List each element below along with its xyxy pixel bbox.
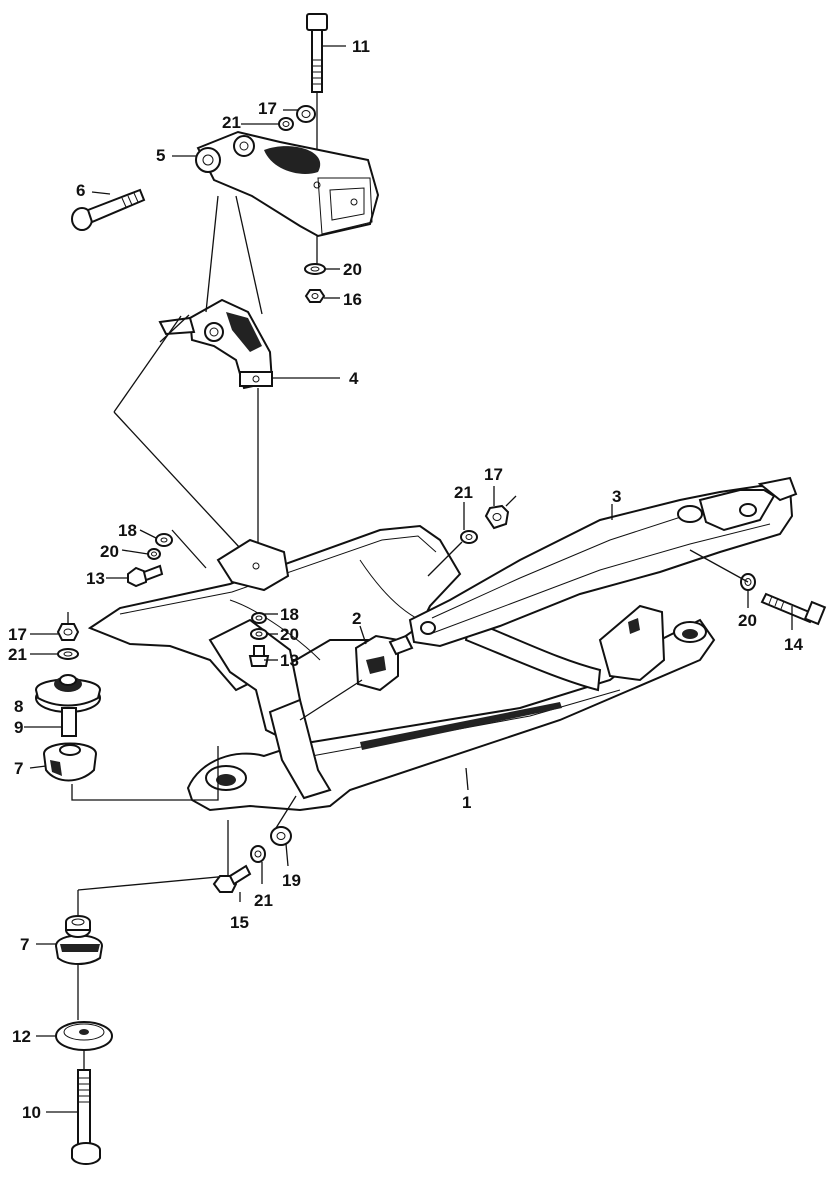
callout-20-right: 20 — [738, 611, 757, 630]
collar-9 — [61, 707, 77, 737]
nut-17-right — [484, 504, 510, 530]
callout-10: 10 — [22, 1103, 41, 1122]
leader-lines — [24, 45, 793, 1113]
washer-18-mid — [251, 612, 267, 624]
nut-17-left — [56, 623, 80, 641]
washer-19 — [270, 826, 292, 846]
callout-20-mid: 20 — [280, 625, 299, 644]
engine-mount-4 — [158, 298, 274, 390]
callout-20-left: 20 — [100, 542, 119, 561]
callout-3: 3 — [612, 487, 621, 506]
callout-7-lower: 7 — [20, 935, 29, 954]
nut-17-top — [296, 105, 316, 123]
callout-8: 8 — [14, 697, 23, 716]
callout-12: 12 — [12, 1027, 31, 1046]
callout-21-left: 21 — [8, 645, 27, 664]
callout-19: 19 — [282, 871, 301, 890]
callout-2: 2 — [352, 609, 361, 628]
insulator-8 — [34, 674, 102, 713]
side-rail-3 — [408, 476, 798, 648]
callout-14: 14 — [784, 635, 803, 654]
callout-15: 15 — [230, 913, 249, 932]
bolt-13-left — [127, 564, 164, 588]
callout-20-upper: 20 — [343, 260, 362, 279]
bracket-5 — [195, 130, 380, 238]
callout-4: 4 — [349, 369, 359, 388]
callout-9: 9 — [14, 718, 23, 737]
callout-17-right: 17 — [484, 465, 503, 484]
callout-21-bottom: 21 — [254, 891, 273, 910]
washer-18-upper — [155, 533, 173, 547]
bolt-10 — [71, 1069, 101, 1165]
insulator-7-lower — [54, 915, 104, 965]
washer-20-upper — [304, 263, 326, 275]
washer-21-top — [278, 117, 294, 131]
washer-21-left — [57, 648, 79, 660]
plate-12 — [55, 1021, 113, 1051]
callout-18-upper: 18 — [118, 521, 137, 540]
callout-17-top: 17 — [258, 99, 277, 118]
washer-20-mid — [250, 628, 268, 640]
callout-17-left: 17 — [8, 625, 27, 644]
callout-7-upper: 7 — [14, 759, 23, 778]
frame-bracket — [216, 538, 290, 592]
callout-13-left: 13 — [86, 569, 105, 588]
callout-21-right: 21 — [454, 483, 473, 502]
bolt-11 — [306, 13, 328, 93]
mount-2 — [354, 634, 414, 692]
washer-20-left — [147, 548, 161, 560]
bolt-13-mid — [248, 645, 270, 667]
callout-5: 5 — [156, 146, 165, 165]
washer-21-right — [460, 530, 478, 544]
bolt-14 — [760, 592, 827, 626]
callout-13-mid: 13 — [280, 651, 299, 670]
callout-16: 16 — [343, 290, 362, 309]
insulator-7-upper — [42, 742, 98, 782]
callout-11: 11 — [352, 37, 370, 56]
callout-1: 1 — [462, 793, 471, 812]
bolt-15 — [212, 864, 252, 893]
callout-18-mid: 18 — [280, 605, 299, 624]
callout-21-top: 21 — [222, 113, 241, 132]
nut-16 — [304, 289, 326, 303]
bolt-6 — [71, 188, 146, 231]
washer-21-bottom — [250, 845, 266, 863]
callout-6: 6 — [76, 181, 85, 200]
crossmember-1 — [87, 524, 716, 812]
